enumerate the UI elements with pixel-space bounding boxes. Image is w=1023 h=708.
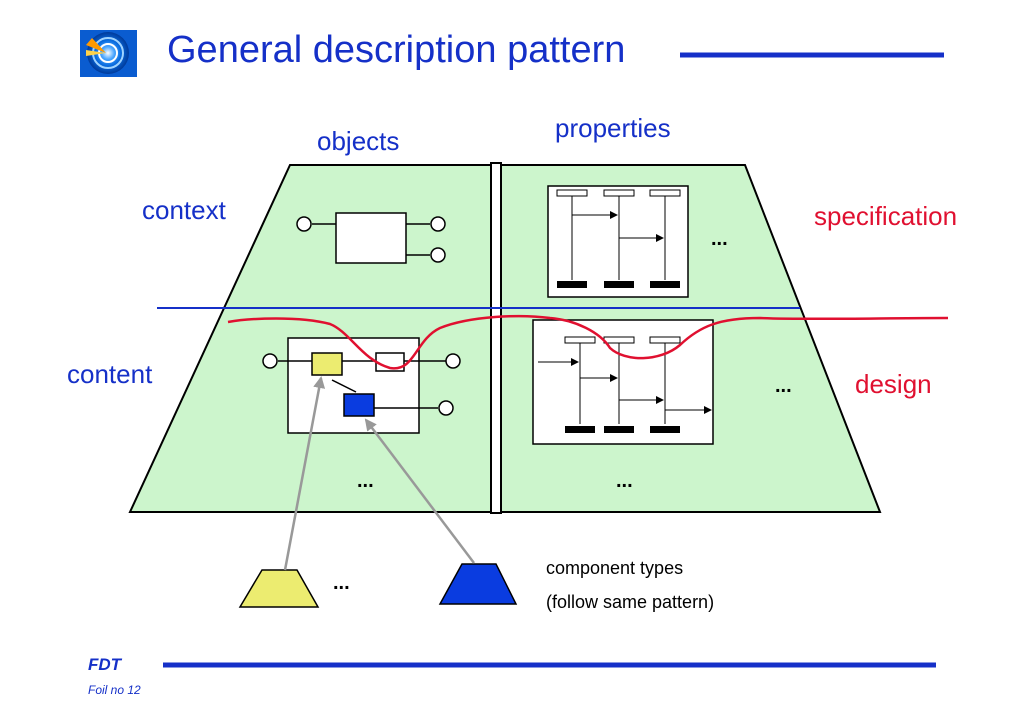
properties-label: properties — [555, 113, 671, 143]
objects-label: objects — [317, 126, 399, 156]
yellow-component — [311, 352, 343, 376]
footer-brand: FDT — [88, 655, 123, 674]
ellipsis-content-objects: ... — [357, 470, 374, 492]
component-types-subcaption: (follow same pattern) — [546, 592, 714, 612]
content-label: content — [67, 359, 153, 389]
blue-component-type — [438, 563, 518, 605]
context-label: context — [142, 195, 227, 225]
yellow-component-type — [238, 569, 320, 608]
ellipsis-content-bottom: ... — [616, 470, 633, 492]
context-sequence-chart — [547, 185, 689, 298]
ellipsis-content-properties: ... — [775, 375, 792, 397]
column-divider — [490, 162, 502, 514]
description-area — [128, 164, 882, 513]
content-object — [262, 337, 461, 434]
context-object — [296, 212, 446, 264]
blue-type-arrow — [364, 418, 475, 564]
footer-foil-number: Foil no 12 — [88, 683, 141, 697]
design-boundary-curve — [227, 314, 949, 370]
page-title: General description pattern — [167, 29, 625, 71]
yellow-type-arrow — [283, 376, 326, 571]
target-icon — [80, 30, 137, 77]
specification-label: specification — [814, 201, 957, 231]
ellipsis-component-types: ... — [333, 572, 350, 594]
design-label: design — [855, 369, 932, 399]
blue-component — [343, 393, 375, 417]
ellipsis-context-properties: ... — [711, 228, 728, 250]
component-types-caption: component types — [546, 558, 683, 578]
